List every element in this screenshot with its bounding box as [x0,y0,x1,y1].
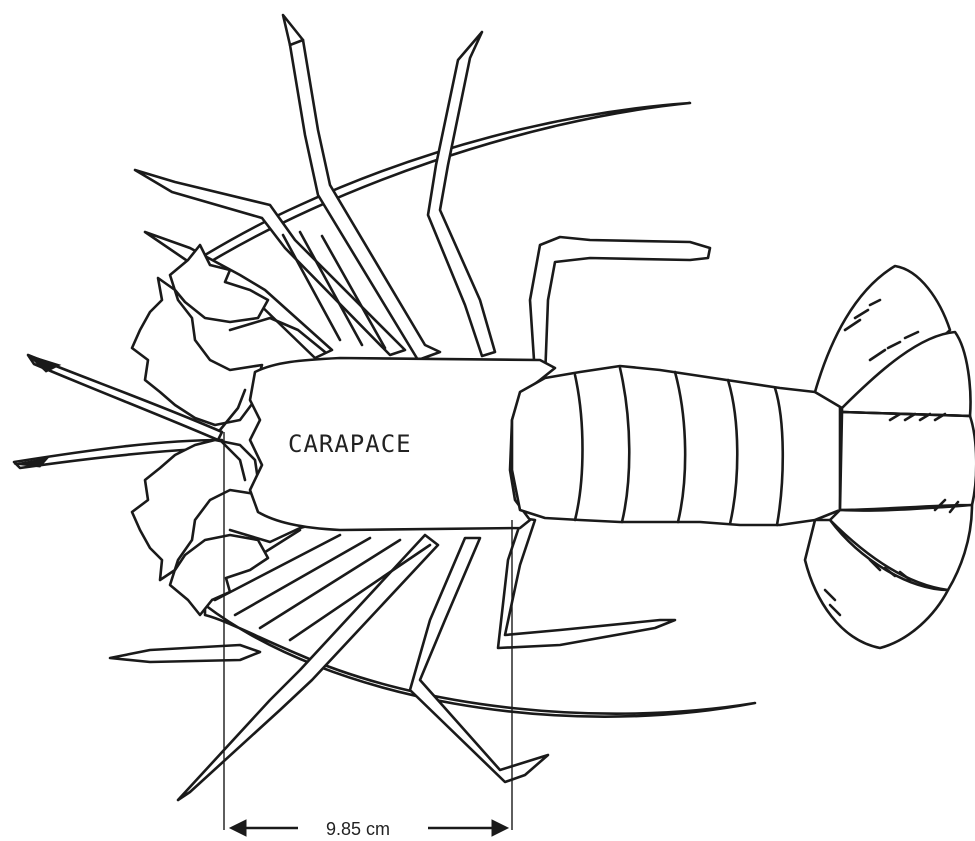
measurement-label: 9.85 cm [326,819,390,839]
carapace-label: CARAPACE [288,430,412,458]
abdomen [512,366,840,525]
legs-upper [135,15,710,378]
